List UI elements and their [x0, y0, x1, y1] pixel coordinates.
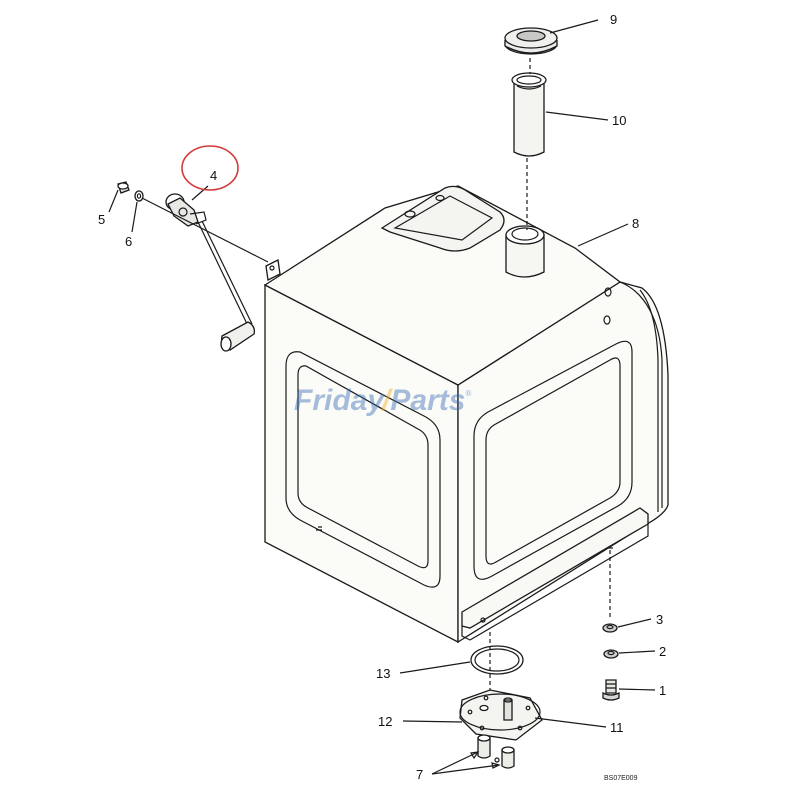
part-6-washer: [134, 190, 144, 202]
callout-10: 10: [612, 113, 626, 128]
part-11-cover-plate: [459, 689, 543, 741]
callout-1: 1: [659, 683, 666, 698]
part-13-o-ring: [470, 645, 524, 675]
callout-6: 6: [125, 234, 132, 249]
highlight-circle: [181, 145, 239, 191]
callout-11: 11: [610, 720, 624, 735]
tank-top-plate: [380, 185, 505, 252]
reference-code: BS07E009: [604, 775, 638, 782]
fuel-tank: [263, 185, 669, 644]
callout-5: 5: [98, 212, 105, 227]
callout-7: 7: [416, 767, 423, 782]
callout-4: 4: [210, 168, 217, 183]
part-7-drain-fittings: [477, 734, 515, 769]
tank-right-panel: [473, 340, 633, 580]
callout-8: 8: [632, 216, 639, 231]
part-5-screw: [117, 181, 130, 194]
callout-9: 9: [610, 12, 617, 27]
watermark-logo: Friday/Parts®: [294, 384, 471, 417]
tank-right-face: [457, 281, 669, 644]
callout-13: 13: [376, 666, 390, 681]
callout-2: 2: [659, 644, 666, 659]
callout-3: 3: [656, 612, 663, 627]
part-1-bolt: [602, 679, 620, 701]
part-4-fuel-sender: [165, 193, 256, 352]
tank-left-panel: [285, 351, 441, 588]
filler-neck: [505, 234, 545, 278]
part-2-washer: [603, 649, 619, 659]
part-12-fitting: [479, 704, 489, 712]
leader-lines: [108, 19, 656, 775]
part-9-cap: [504, 27, 558, 55]
callout-numbers: 9 10 8 4 5 6 3 2 1 13 12 11 7: [98, 12, 666, 782]
callout-12: 12: [378, 714, 392, 729]
part-3-washer: [602, 623, 618, 633]
part-10-strainer: [511, 72, 547, 157]
